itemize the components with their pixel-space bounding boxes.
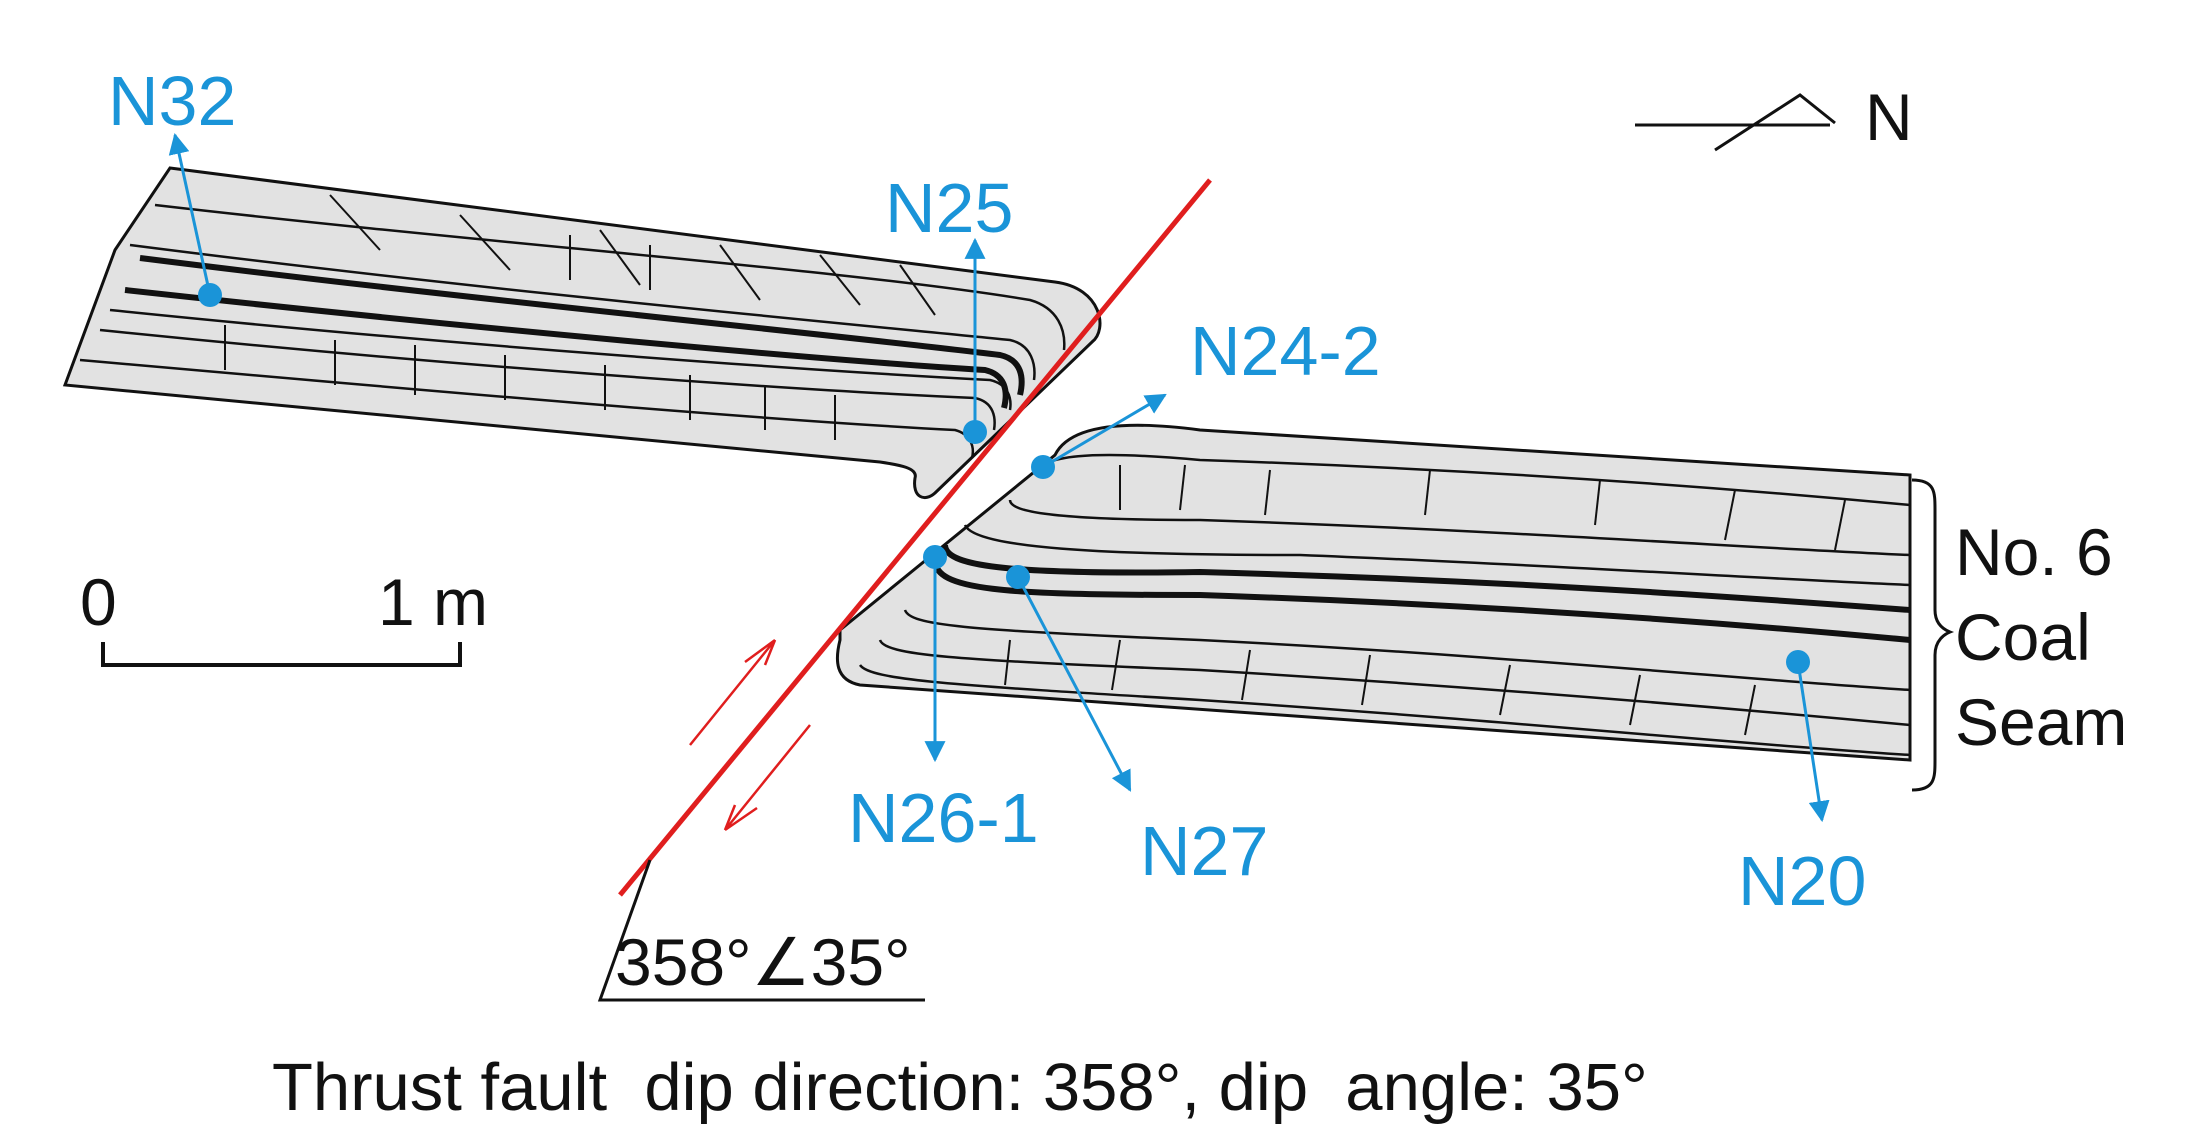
fault-attitude: 358°∠35°: [597, 859, 925, 1002]
hanging-wall-fractures: [224, 194, 936, 440]
coal-seam-bracket: No. 6 Coal Seam: [1911, 478, 2127, 792]
footwall-coal-seam: [932, 544, 1911, 643]
fault-slip-arrow-down: [723, 724, 811, 832]
seam-label-line3: Seam: [1955, 685, 2127, 759]
footwall-strata: [858, 453, 1911, 757]
footwall-block: [835, 423, 1912, 762]
sample-label-n27: N27: [1140, 812, 1268, 890]
north-arrow: N: [1635, 80, 1913, 154]
sample-point-n20: [1786, 650, 1810, 674]
sample-point-n25: [963, 420, 987, 444]
scale-bar: 0 1 m: [80, 565, 488, 667]
fault-attitude-label: 358°∠35°: [615, 925, 911, 999]
hanging-wall-strata: [79, 203, 1066, 459]
fault-slip-arrow-up: [689, 638, 777, 746]
hanging-wall-block: [62, 166, 1102, 499]
sample-label-n32: N32: [108, 62, 236, 140]
north-label: N: [1865, 80, 1913, 154]
sample-point-n24-2: [1031, 455, 1055, 479]
sample-label-n24-2: N24-2: [1190, 312, 1381, 390]
scale-bar-start-label: 0: [80, 565, 117, 639]
seam-label-line2: Coal: [1955, 600, 2091, 674]
sample-point-n27: [1006, 565, 1030, 589]
sample-point-n26-1: [923, 545, 947, 569]
seam-label-line1: No. 6: [1955, 515, 2113, 589]
sample-label-n26-1: N26-1: [848, 779, 1039, 857]
hanging-wall-coal-seam: [124, 255, 1025, 409]
sample-label-n20: N20: [1738, 842, 1866, 920]
thrust-fault: [618, 178, 1212, 897]
sample-point-n32: [198, 283, 222, 307]
sample-markers: N32 N25 N24-2 N26-1 N27 N20: [108, 62, 1866, 920]
figure-caption: Thrust fault dip direction: 358°, dip an…: [272, 1050, 1648, 1125]
footwall-fractures: [1004, 464, 1846, 736]
scale-bar-end-label: 1 m: [378, 565, 488, 639]
fault-line: [618, 178, 1212, 897]
sample-label-n25: N25: [885, 169, 1013, 247]
